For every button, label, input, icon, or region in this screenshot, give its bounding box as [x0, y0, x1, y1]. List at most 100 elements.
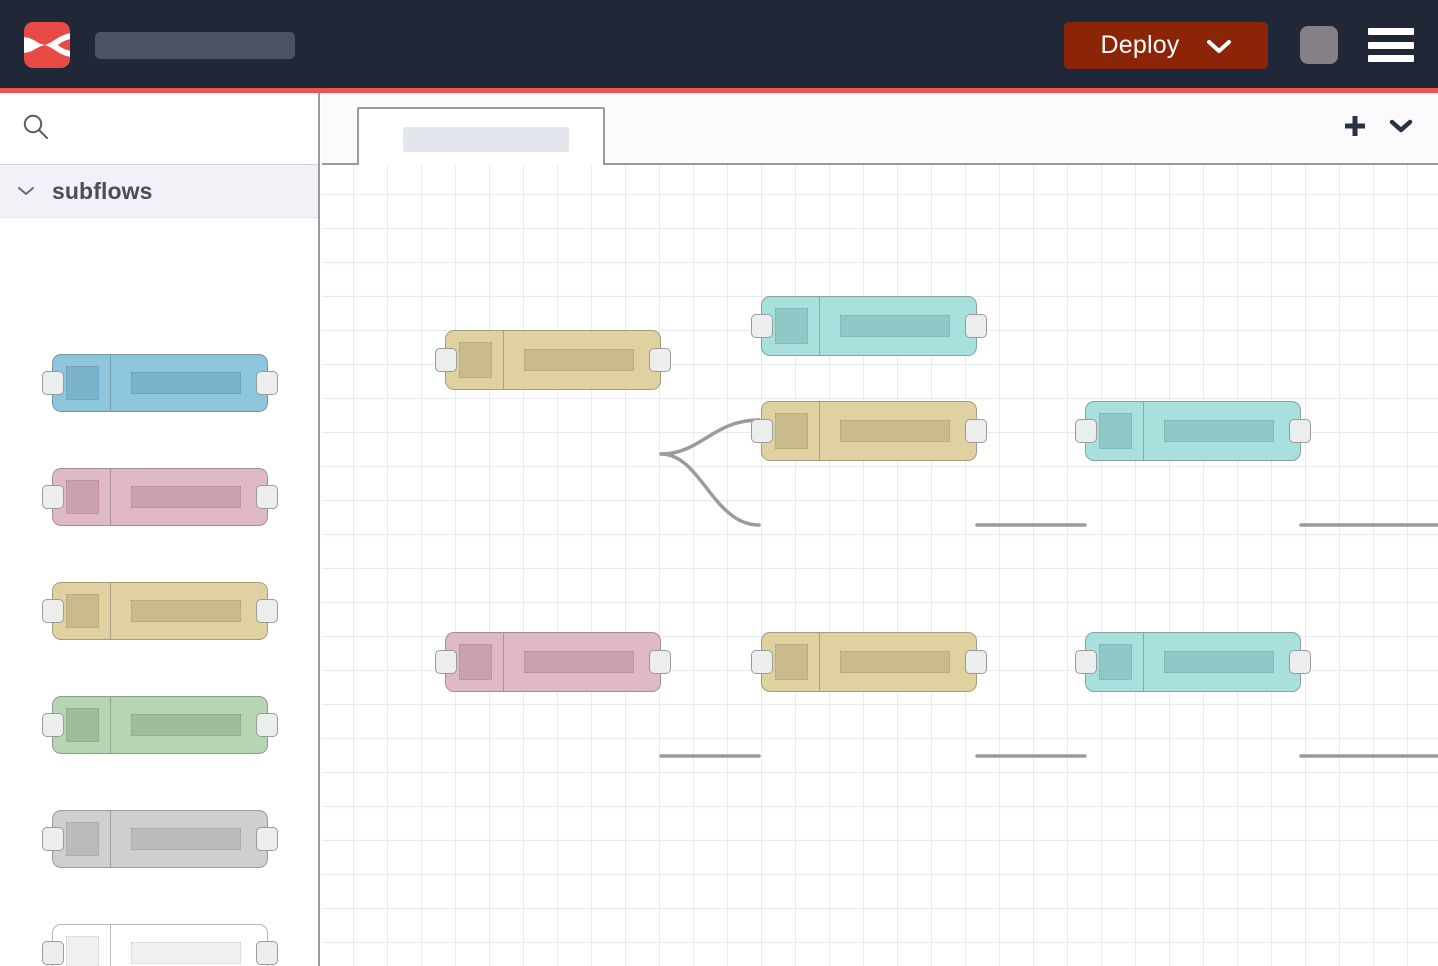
node-label [1164, 420, 1274, 442]
flow-node-branch-b[interactable] [751, 401, 987, 461]
node-label [131, 714, 241, 736]
deploy-button-label: Deploy [1100, 31, 1180, 59]
node-input-port[interactable] [42, 713, 64, 737]
node-icon-cell [762, 402, 820, 460]
node-output-port[interactable] [965, 314, 987, 338]
node-input-port[interactable] [751, 650, 773, 674]
flow-node-layer [322, 165, 1438, 966]
logo-glyph [24, 33, 70, 57]
flow-title-input[interactable] [95, 32, 295, 59]
node-label [131, 486, 241, 508]
node-output-port[interactable] [256, 827, 278, 851]
tab-flow-1[interactable] [357, 107, 605, 167]
flow-node-trigger[interactable] [435, 330, 671, 390]
node-icon-cell [53, 697, 111, 753]
node-type-icon [66, 936, 99, 966]
node-icon-cell [53, 355, 111, 411]
palette-node-2[interactable] [42, 468, 278, 526]
flow-canvas[interactable] [322, 165, 1438, 966]
palette-sidebar: subflows [0, 93, 320, 966]
node-output-port[interactable] [256, 599, 278, 623]
node-input-port[interactable] [1075, 650, 1097, 674]
node-icon-cell [53, 583, 111, 639]
node-label [840, 651, 950, 673]
node-input-port[interactable] [435, 650, 457, 674]
user-avatar[interactable] [1300, 26, 1338, 64]
node-input-port[interactable] [42, 827, 64, 851]
header-accent-bar [0, 88, 1438, 93]
tab-flow-1-label [403, 127, 569, 152]
node-input-port[interactable] [435, 348, 457, 372]
flow-node-input-b[interactable] [435, 632, 671, 692]
hamburger-menu-icon[interactable] [1368, 28, 1414, 62]
palette-node-6[interactable] [42, 924, 278, 966]
node-icon-cell [53, 925, 111, 966]
node-output-port[interactable] [965, 650, 987, 674]
app-header: Deploy [0, 0, 1438, 88]
node-input-port[interactable] [1075, 419, 1097, 443]
node-output-port[interactable] [649, 348, 671, 372]
palette-node-list [0, 186, 318, 966]
node-label [1164, 651, 1274, 673]
chevron-down-icon [1206, 38, 1232, 54]
node-type-icon [459, 644, 492, 680]
node-icon-cell [446, 331, 504, 389]
flow-node-branch-a[interactable] [751, 296, 987, 356]
node-input-port[interactable] [751, 314, 773, 338]
palette-node-5[interactable] [42, 810, 278, 868]
node-input-port[interactable] [42, 599, 64, 623]
flow-tab-bar [322, 93, 1438, 167]
node-output-port[interactable] [256, 713, 278, 737]
node-type-icon [66, 594, 99, 628]
add-flow-button[interactable] [1338, 111, 1372, 145]
node-input-port[interactable] [42, 371, 64, 395]
node-icon-cell [1086, 402, 1144, 460]
node-icon-cell [762, 633, 820, 691]
node-label [131, 372, 241, 394]
flow-menu-button[interactable] [1384, 111, 1418, 145]
node-input-port[interactable] [42, 941, 64, 965]
node-label [524, 349, 634, 371]
chevron-down-icon [1386, 116, 1416, 141]
node-output-port[interactable] [649, 650, 671, 674]
flow-node-middle-b[interactable] [751, 632, 987, 692]
palette-search-row[interactable] [0, 93, 318, 165]
node-output-port[interactable] [256, 941, 278, 965]
palette-category-label: subflows [52, 177, 153, 204]
node-label [131, 828, 241, 850]
search-icon[interactable] [22, 113, 50, 141]
hamburger-bar-2 [1368, 41, 1414, 49]
flow-node-output-b[interactable] [1075, 632, 1311, 692]
node-input-port[interactable] [751, 419, 773, 443]
hamburger-bar-1 [1368, 28, 1414, 35]
node-input-port[interactable] [42, 485, 64, 509]
node-output-port[interactable] [1289, 419, 1311, 443]
node-output-port[interactable] [256, 485, 278, 509]
node-icon-cell [762, 297, 820, 355]
flow-node-output-a[interactable] [1075, 401, 1311, 461]
node-type-icon [775, 308, 808, 344]
node-output-port[interactable] [1289, 650, 1311, 674]
node-type-icon [66, 366, 99, 400]
node-icon-cell [53, 811, 111, 867]
node-type-icon [775, 413, 808, 449]
node-type-icon [66, 822, 99, 856]
node-output-port[interactable] [965, 419, 987, 443]
plus-icon [1340, 111, 1370, 146]
node-type-icon [1099, 644, 1132, 680]
node-output-port[interactable] [256, 371, 278, 395]
palette-node-1[interactable] [42, 354, 278, 412]
node-icon-cell [1086, 633, 1144, 691]
chevron-down-icon [16, 185, 36, 197]
palette-node-4[interactable] [42, 696, 278, 754]
node-icon-cell [53, 469, 111, 525]
node-red-logo-icon[interactable] [24, 22, 70, 68]
node-type-icon [775, 644, 808, 680]
deploy-button[interactable]: Deploy [1064, 22, 1268, 69]
node-label [131, 942, 241, 964]
palette-category-subflows[interactable]: subflows [0, 165, 318, 218]
node-label [131, 600, 241, 622]
palette-node-3[interactable] [42, 582, 278, 640]
node-type-icon [459, 342, 492, 378]
